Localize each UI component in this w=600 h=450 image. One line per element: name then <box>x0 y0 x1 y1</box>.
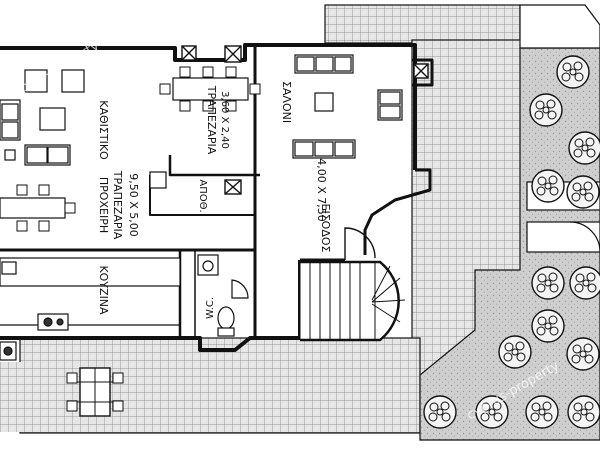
room-labels: ΚΑΘΙΣΤΙΚΟ ΤΡΑΠΕΖΑΡΙΑ 3,60 X 2,40 ΣΑΛΟΝΙ … <box>97 81 332 319</box>
exterior-walls <box>0 43 434 352</box>
tree-icon <box>525 395 559 429</box>
label-living-area: ΚΑΘΙΣΤΙΚΟ <box>97 100 110 160</box>
label-entrance: ΕΙΣΟΔΟΣ <box>319 204 332 253</box>
tree-icon <box>569 266 600 300</box>
tree-icon <box>566 175 600 209</box>
label-salon-dims: 4,00 X 7,50 <box>315 158 328 222</box>
tree-icon <box>531 309 565 343</box>
tree-icon <box>568 131 600 165</box>
tree-icon <box>566 337 600 371</box>
tree-icon <box>529 93 563 127</box>
kitchen-fixtures <box>0 257 181 361</box>
casual-dining-furniture <box>0 171 167 232</box>
entrance-door <box>344 227 376 260</box>
terrace-table <box>66 367 124 417</box>
label-kitchen: ΚΟΥΖΙΝΑ <box>97 265 110 315</box>
tree-icon <box>423 395 457 429</box>
tree-icon <box>531 169 565 203</box>
dining-furniture <box>159 66 261 112</box>
living-room-furniture <box>0 69 85 166</box>
wc-fixtures <box>197 254 249 337</box>
label-dining-dims: 3,60 X 2,40 <box>219 91 230 149</box>
tree-icon <box>531 266 565 300</box>
tree-icon <box>556 55 590 89</box>
windows <box>181 45 429 195</box>
label-wc: W.C. <box>205 297 216 319</box>
label-casual-dims: 9,50 X 5,00 <box>127 173 140 237</box>
label-casual-dining-2: ΤΡΑΠΕΖΑΡΙΑ <box>111 170 124 240</box>
label-casual-dining: ΠΡΟΧΕΙΡΗ <box>97 177 110 233</box>
label-storage: ΑΠΟΘ. <box>197 179 208 212</box>
tree-icon <box>498 335 532 369</box>
label-dining: ΤΡΑΠΕΖΑΡΙΑ <box>205 85 218 155</box>
label-salon: ΣΑΛΟΝΙ <box>280 81 293 123</box>
staircase <box>299 260 406 342</box>
salon-furniture <box>292 54 403 159</box>
tree-icon <box>567 395 600 429</box>
